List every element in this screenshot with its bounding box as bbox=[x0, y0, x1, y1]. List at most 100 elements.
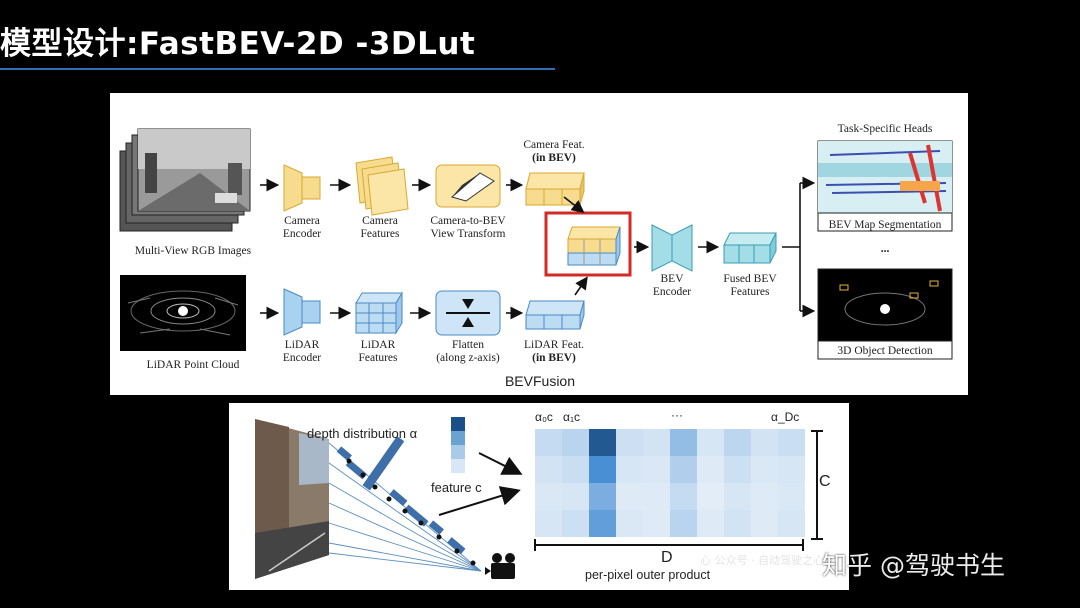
watermark-faint: 心 公众号 · 自动驾驶之心 bbox=[700, 554, 824, 567]
lidar-point-cloud-image bbox=[120, 275, 246, 351]
camera-features-shape bbox=[355, 156, 409, 216]
bevfusion-diagram: Multi-View RGB Images LiDAR Point Cloud … bbox=[110, 93, 968, 395]
view-transform-label-l1: Camera-to-BEV bbox=[430, 215, 506, 227]
lidar-bev-feat-label-l1: LiDAR Feat. bbox=[523, 339, 585, 351]
matrix-cell bbox=[724, 483, 751, 510]
matrix-cell bbox=[562, 429, 589, 456]
outer-product-caption: per-pixel outer product bbox=[585, 568, 711, 582]
bevfusion-caption: BEVFusion bbox=[504, 373, 576, 389]
watermark-main: 知乎 @驾驶书生 bbox=[822, 551, 1005, 580]
matrix-cell bbox=[670, 456, 697, 483]
bevfusion-graphics bbox=[119, 128, 953, 360]
matrix-cell bbox=[670, 510, 697, 537]
camera-bev-feat-label-l2: (in BEV) bbox=[532, 152, 576, 164]
matrix-cell bbox=[562, 510, 589, 537]
view-transform-label-l2: View Transform bbox=[430, 228, 506, 240]
matrix-cell bbox=[724, 456, 751, 483]
camera-encoder-label-l2: Encoder bbox=[282, 228, 322, 240]
fused-bev-cube bbox=[723, 232, 777, 264]
matrix-cell bbox=[643, 510, 670, 537]
matrix-cell bbox=[724, 510, 751, 537]
fusion-highlight bbox=[544, 211, 632, 277]
lidar-encoder-label-l1: LiDAR bbox=[284, 339, 320, 351]
col-label-dots: ··· bbox=[671, 408, 683, 422]
bev-encoder-label: BEV Encoder bbox=[640, 273, 704, 299]
heads-title: Task-Specific Heads bbox=[837, 123, 933, 135]
lidar-bev-cube bbox=[525, 300, 585, 330]
camera-features-label-l1: Camera bbox=[362, 215, 398, 227]
flatten-shape bbox=[435, 290, 501, 336]
fused-bev-label-l2: Features bbox=[730, 286, 770, 298]
matrix-cell bbox=[589, 456, 616, 483]
matrix-cell bbox=[643, 456, 670, 483]
camera-encoder-label: Camera Encoder bbox=[270, 215, 334, 241]
input-lidar-label: LiDAR Point Cloud bbox=[146, 359, 240, 371]
fused-bev-label-l1: Fused BEV bbox=[723, 273, 777, 285]
col-label-d: α_Dc bbox=[771, 410, 800, 424]
col-label-1: α₁c bbox=[563, 410, 580, 424]
d-dimension-label: D bbox=[661, 549, 673, 566]
outer-product-matrix bbox=[535, 429, 805, 537]
matrix-cell bbox=[643, 429, 670, 456]
matrix-cell bbox=[535, 483, 562, 510]
matrix-cell bbox=[697, 510, 724, 537]
matrix-cell bbox=[670, 429, 697, 456]
bev-encoder-label-l2: Encoder bbox=[652, 286, 692, 298]
camera-bev-feat-label: Camera Feat. (in BEV) bbox=[514, 139, 594, 165]
matrix-cell bbox=[751, 510, 778, 537]
matrix-cell bbox=[589, 483, 616, 510]
lidar-features-label-l2: Features bbox=[358, 352, 398, 364]
matrix-cell bbox=[535, 510, 562, 537]
c-dimension-label: C bbox=[819, 473, 831, 490]
flatten-label-l1: Flatten bbox=[452, 339, 484, 351]
matrix-cell bbox=[778, 456, 805, 483]
matrix-cell bbox=[535, 456, 562, 483]
view-transform-shape bbox=[435, 164, 501, 208]
matrix-cell bbox=[562, 483, 589, 510]
lidar-bev-feat-label-l2: (in BEV) bbox=[532, 352, 576, 364]
lidar-features-label-l1: LiDAR bbox=[360, 339, 396, 351]
title-underline bbox=[0, 68, 555, 70]
view-transform-label: Camera-to-BEV View Transform bbox=[418, 215, 518, 241]
matrix-cell bbox=[643, 483, 670, 510]
matrix-cell bbox=[670, 483, 697, 510]
matrix-cell bbox=[697, 456, 724, 483]
lss-outer-product-diagram: depth distribution α feature c α₀c α₁c ·… bbox=[229, 403, 849, 590]
lidar-features-label: LiDAR Features bbox=[346, 339, 410, 365]
lss-graphics bbox=[255, 417, 823, 579]
feature-label: feature c bbox=[431, 480, 482, 495]
matrix-cell bbox=[589, 429, 616, 456]
head-det-label: 3D Object Detection bbox=[837, 345, 933, 357]
head-seg-label: BEV Map Segmentation bbox=[828, 219, 942, 231]
camera-bev-feat-label-l1: Camera Feat. bbox=[523, 139, 585, 151]
street-photo bbox=[255, 419, 329, 579]
lidar-encoder-label-l2: Encoder bbox=[282, 352, 322, 364]
matrix-cell bbox=[778, 510, 805, 537]
matrix-cell bbox=[778, 483, 805, 510]
object-detection-image bbox=[817, 268, 953, 360]
matrix-cell bbox=[616, 456, 643, 483]
matrix-cell bbox=[751, 456, 778, 483]
matrix-cell bbox=[697, 429, 724, 456]
matrix-cell bbox=[751, 429, 778, 456]
matrix-cell bbox=[562, 456, 589, 483]
matrix-cell bbox=[616, 510, 643, 537]
lidar-features-shape bbox=[355, 291, 403, 335]
matrix-cell bbox=[751, 483, 778, 510]
multi-view-images bbox=[119, 128, 251, 232]
fused-bev-label: Fused BEV Features bbox=[712, 273, 788, 299]
matrix-cell bbox=[778, 429, 805, 456]
bev-encoder-shape bbox=[651, 224, 693, 272]
flatten-label-l2: (along z-axis) bbox=[436, 352, 500, 364]
camera-features-label-l2: Features bbox=[360, 228, 400, 240]
input-camera-label: Multi-View RGB Images bbox=[134, 245, 252, 257]
depth-bars bbox=[336, 436, 466, 555]
heads-ellipsis: ... bbox=[880, 243, 890, 255]
camera-features-label: Camera Features bbox=[348, 215, 412, 241]
matrix-cell bbox=[616, 483, 643, 510]
camera-bev-cube bbox=[525, 172, 585, 206]
camera-encoder-shape bbox=[283, 164, 321, 212]
bev-encoder-label-l1: BEV bbox=[660, 273, 684, 285]
video-camera-icon bbox=[485, 553, 515, 579]
camera-encoder-label-l1: Camera bbox=[284, 215, 320, 227]
